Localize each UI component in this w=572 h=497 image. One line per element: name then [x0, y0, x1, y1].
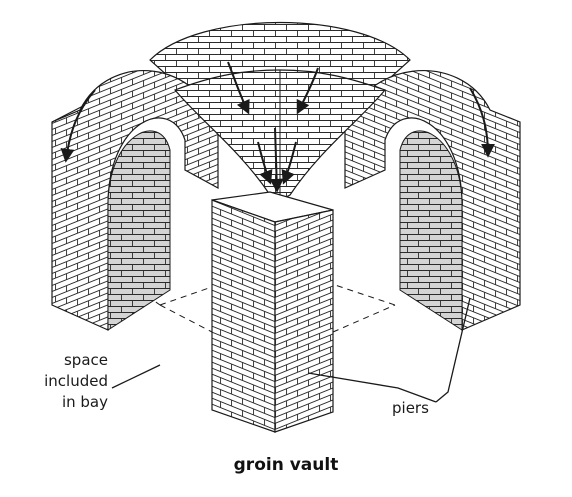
leader-lines — [111, 297, 471, 403]
piers-leader-2 — [435, 297, 471, 403]
arrow-center — [269, 127, 284, 193]
diagram-caption: groin vault — [233, 455, 339, 475]
piers-label: piers — [392, 399, 429, 417]
space-included-in-bay-label: space included in bay — [18, 350, 108, 413]
left-arch — [51, 70, 219, 331]
thrust-arrows — [60, 61, 495, 193]
space-label-line1: space — [63, 351, 108, 369]
arrow-center-right — [281, 141, 297, 185]
right-arch — [344, 70, 521, 331]
piers-leader-1 — [307, 372, 437, 403]
front-pier — [211, 191, 334, 433]
arrow-back-left — [227, 61, 250, 115]
groin-intersection — [173, 69, 387, 201]
arrow-right-arch — [469, 87, 495, 158]
space-leader — [111, 364, 161, 389]
arrow-center-left — [257, 141, 273, 185]
arrow-left-arch — [60, 89, 96, 163]
space-label-line2: included — [44, 372, 108, 390]
arrow-back-right — [296, 67, 319, 115]
space-label-line3: in bay — [61, 393, 108, 411]
